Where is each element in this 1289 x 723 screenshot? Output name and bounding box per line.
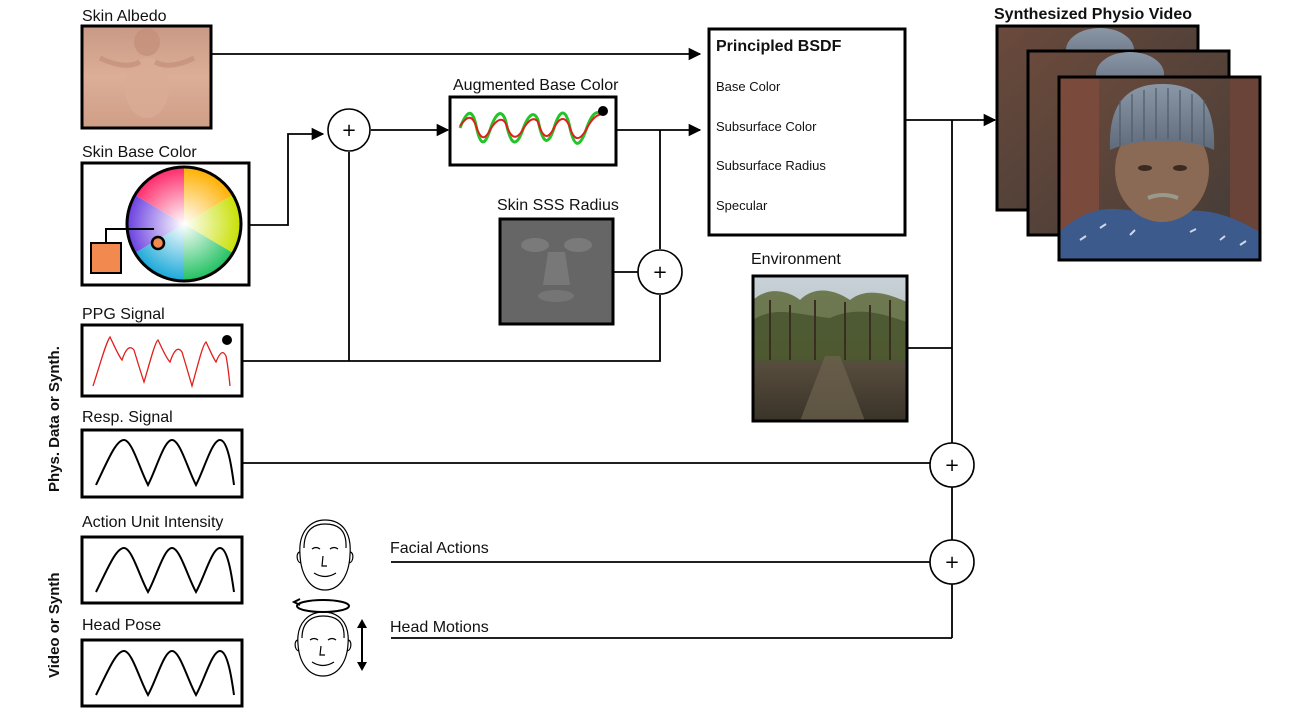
face-icon xyxy=(294,611,352,677)
skin-base-color-box xyxy=(80,161,251,287)
svg-text:+: + xyxy=(944,455,959,476)
ppg-signal-label: PPG Signal xyxy=(82,306,165,323)
ppg-trace xyxy=(92,335,231,389)
video-synth-side-label: Video or Synth xyxy=(46,572,63,678)
skin-albedo-label: Skin Albedo xyxy=(82,8,167,25)
skin-sss-radius-image xyxy=(498,217,615,326)
bsdf-item-base-color: Base Color xyxy=(716,79,781,94)
resp-signal-box xyxy=(80,428,244,499)
action-unit-intensity-label: Action Unit Intensity xyxy=(82,514,223,531)
principled-bsdf-box: Principled BSDF Base Color Subsurface Co… xyxy=(707,27,907,237)
augmented-green-trace xyxy=(458,110,605,145)
augmented-red-trace xyxy=(459,113,605,139)
rotate-arrow-icon xyxy=(291,598,350,613)
action-unit-intensity-box xyxy=(80,535,244,605)
environment-label: Environment xyxy=(751,251,841,268)
bsdf-title: Principled BSDF xyxy=(716,38,842,55)
color-swatch xyxy=(90,242,122,274)
face-icon xyxy=(296,519,354,591)
color-picker-handle xyxy=(150,235,166,251)
sum-node-4: + xyxy=(929,539,975,585)
sum-node-3: + xyxy=(929,442,975,488)
ppg-signal-dot xyxy=(222,335,232,345)
output-title: Synthesized Physio Video xyxy=(994,6,1192,23)
ppg-signal-box xyxy=(80,323,244,398)
skin-albedo-image xyxy=(80,24,213,130)
head-pose-box xyxy=(80,638,244,708)
svg-text:+: + xyxy=(652,262,667,283)
synthesized-video-stack xyxy=(995,24,1262,262)
svg-text:+: + xyxy=(341,120,356,141)
sum-node-1: + xyxy=(327,108,371,152)
augmented-base-color-label: Augmented Base Color xyxy=(453,77,619,94)
sum-node-2: + xyxy=(637,249,683,295)
bsdf-item-subsurface-color: Subsurface Color xyxy=(716,119,817,134)
bsdf-item-specular: Specular xyxy=(716,198,768,213)
head-pose-label: Head Pose xyxy=(82,617,161,634)
vertical-arrow-icon xyxy=(357,619,367,671)
bsdf-item-subsurface-radius: Subsurface Radius xyxy=(716,158,826,173)
skin-base-color-label: Skin Base Color xyxy=(82,144,197,161)
head-motions-label: Head Motions xyxy=(390,619,489,636)
augmented-signal-dot xyxy=(598,106,608,116)
svg-text:+: + xyxy=(944,552,959,573)
facial-actions-label: Facial Actions xyxy=(390,540,489,557)
video-frame-front xyxy=(1057,75,1262,262)
color-wheel-icon xyxy=(125,165,243,283)
environment-image xyxy=(751,274,909,423)
resp-signal-label: Resp. Signal xyxy=(82,409,173,426)
phys-data-side-label: Phys. Data or Synth. xyxy=(46,346,63,492)
augmented-base-color-box xyxy=(448,95,618,167)
connection-wires xyxy=(212,47,997,639)
skin-sss-radius-label: Skin SSS Radius xyxy=(497,197,619,214)
